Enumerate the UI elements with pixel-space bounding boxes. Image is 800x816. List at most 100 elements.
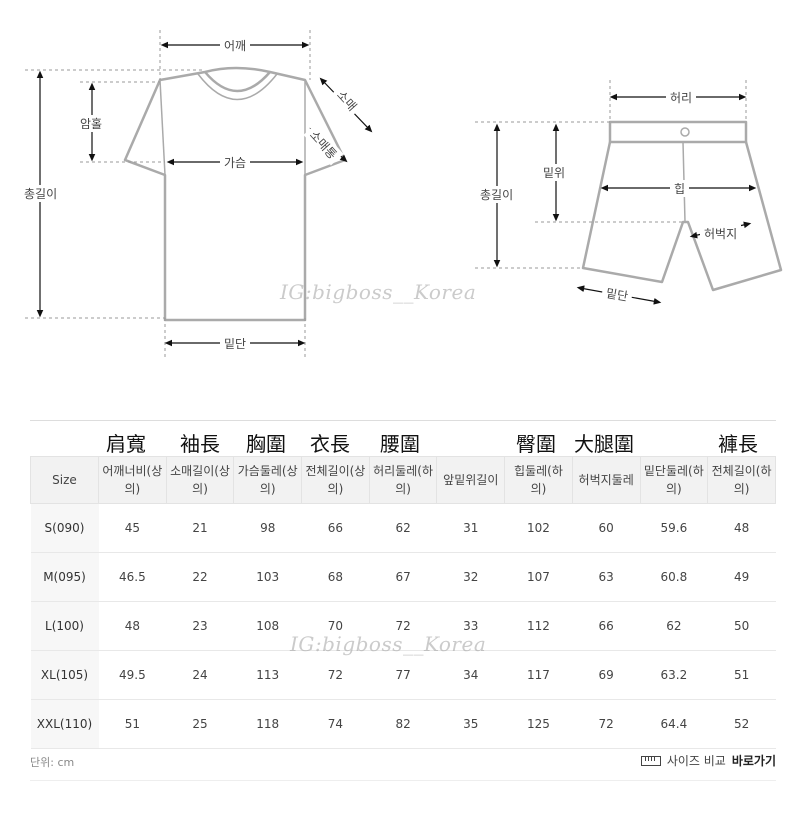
column-header: 힙둘레(하의) xyxy=(504,456,573,504)
table-cell: 46.5 xyxy=(98,552,167,602)
table-cell: 67 xyxy=(369,552,437,602)
size-compare-link[interactable]: 사이즈 비교 바로가기 xyxy=(640,752,776,769)
table-cell: 59.6 xyxy=(640,503,708,553)
table-cell: 51 xyxy=(98,699,167,749)
column-header: 어깨너비(상의) xyxy=(98,456,167,504)
table-cell: 32 xyxy=(436,552,505,602)
table-cell: 22 xyxy=(166,552,234,602)
armhole-label: 암홀 xyxy=(76,115,107,132)
table-row: XL(105) 49.5 24 113 72 77 34 117 69 63.2… xyxy=(30,650,776,700)
table-cell: 52 xyxy=(707,699,776,749)
table-cell: 21 xyxy=(166,503,234,553)
table-row: XXL(110) 51 25 118 74 82 35 125 72 64.4 … xyxy=(30,699,776,749)
table-cell: 34 xyxy=(436,650,505,700)
table-cell: 63.2 xyxy=(640,650,708,700)
table-row: S(090) 45 21 98 66 62 31 102 60 59.6 48 xyxy=(30,503,776,553)
column-header: 전체길이(상의) xyxy=(301,456,370,504)
table-cell: 66 xyxy=(301,503,370,553)
table-watermark: IG:bigboss__Korea xyxy=(290,632,487,656)
table-cell: 64.4 xyxy=(640,699,708,749)
size-cell: XL(105) xyxy=(30,650,99,700)
cjk-label: 胸圍 xyxy=(246,432,286,456)
shorts-length-label: 총길이 xyxy=(476,186,518,203)
table-cell: 113 xyxy=(233,650,302,700)
table-cell: 60.8 xyxy=(640,552,708,602)
table-cell: 48 xyxy=(707,503,776,553)
table-cell: 66 xyxy=(572,601,640,651)
table-top-divider xyxy=(30,420,776,421)
thigh-label: 허벅지 xyxy=(700,225,742,242)
table-header-row: Size 어깨너비(상의) 소매길이(상의) 가슴둘레(상의) 전체길이(상의)… xyxy=(30,456,776,504)
size-cell: S(090) xyxy=(30,503,99,553)
waist-label: 허리 xyxy=(666,89,697,106)
tshirt-hem-label: 밑단 xyxy=(220,335,251,352)
table-cell: 112 xyxy=(504,601,573,651)
hip-label: 힙 xyxy=(670,180,690,197)
size-diagram: 어깨 소매 소매통 암홀 가슴 총길이 밑단 허리 밑위 힙 허벅지 총길이 밑… xyxy=(0,0,800,380)
table-cell: 117 xyxy=(504,650,573,700)
table-cell: 74 xyxy=(301,699,370,749)
chinese-header-row: 肩寬 袖長 胸圍 衣長 腰圍 臀圍 大腿圍 褲長 xyxy=(0,428,800,458)
table-cell: 62 xyxy=(640,601,708,651)
table-cell: 125 xyxy=(504,699,573,749)
table-cell: 23 xyxy=(166,601,234,651)
column-header: 허리둘레(하의) xyxy=(368,456,438,504)
table-cell: 45 xyxy=(98,503,167,553)
table-cell: 24 xyxy=(166,650,234,700)
cjk-label: 臀圍 xyxy=(516,432,556,456)
table-cell: 102 xyxy=(504,503,573,553)
table-cell: 48 xyxy=(98,601,167,651)
cjk-label: 大腿圍 xyxy=(574,432,634,456)
shoulder-label: 어깨 xyxy=(220,37,251,54)
table-cell: 107 xyxy=(504,552,573,602)
bottom-divider xyxy=(30,780,776,781)
table-cell: 63 xyxy=(572,552,640,602)
table-cell: 25 xyxy=(166,699,234,749)
table-cell: 69 xyxy=(572,650,640,700)
cjk-label: 袖長 xyxy=(180,432,220,456)
column-header: Size xyxy=(30,456,99,504)
column-header: 소매길이(상의) xyxy=(165,456,235,504)
table-cell: 49.5 xyxy=(98,650,167,700)
table-cell: 103 xyxy=(233,552,302,602)
table-cell: 31 xyxy=(436,503,505,553)
table-cell: 98 xyxy=(233,503,302,553)
table-row: L(100) 48 23 108 70 72 33 112 66 62 50 xyxy=(30,601,776,651)
table-row: M(095) 46.5 22 103 68 67 32 107 63 60.8 … xyxy=(30,552,776,602)
rise-label: 밑위 xyxy=(539,164,570,181)
table-cell: 51 xyxy=(707,650,776,700)
column-header: 전체길이(하의) xyxy=(707,456,776,504)
compare-prefix: 사이즈 비교 xyxy=(666,754,726,768)
unit-label: 단위: cm xyxy=(30,756,75,769)
size-cell: XXL(110) xyxy=(30,699,99,749)
column-header: 밑단둘레(하의) xyxy=(639,456,709,504)
chest-label: 가슴 xyxy=(220,154,251,171)
table-cell: 35 xyxy=(436,699,505,749)
watermark: IG:bigboss__Korea xyxy=(280,280,477,304)
compare-link-text: 바로가기 xyxy=(731,754,776,768)
table-cell: 72 xyxy=(369,601,437,651)
table-cell: 77 xyxy=(369,650,437,700)
tshirt-length-label: 총길이 xyxy=(20,185,62,202)
table-cell: 33 xyxy=(436,601,505,651)
cjk-label: 衣長 xyxy=(310,432,350,456)
size-cell: M(095) xyxy=(30,552,99,602)
table-cell: 72 xyxy=(572,699,640,749)
cjk-label: 褲長 xyxy=(718,432,758,456)
table-cell: 60 xyxy=(572,503,640,553)
table-cell: 49 xyxy=(707,552,776,602)
table-cell: 50 xyxy=(707,601,776,651)
table-cell: 72 xyxy=(301,650,370,700)
cjk-label: 腰圍 xyxy=(380,432,420,456)
size-cell: L(100) xyxy=(30,601,99,651)
table-cell: 118 xyxy=(233,699,302,749)
table-cell: 108 xyxy=(233,601,302,651)
shorts-outline xyxy=(581,120,783,292)
ruler-icon xyxy=(640,755,661,766)
table-cell: 82 xyxy=(369,699,437,749)
column-header: 허벅지둘레 xyxy=(571,456,641,504)
table-cell: 68 xyxy=(301,552,370,602)
size-table: Size 어깨너비(상의) 소매길이(상의) 가슴둘레(상의) 전체길이(상의)… xyxy=(30,456,776,749)
table-cell: 70 xyxy=(301,601,370,651)
cjk-label: 肩寬 xyxy=(106,432,146,456)
